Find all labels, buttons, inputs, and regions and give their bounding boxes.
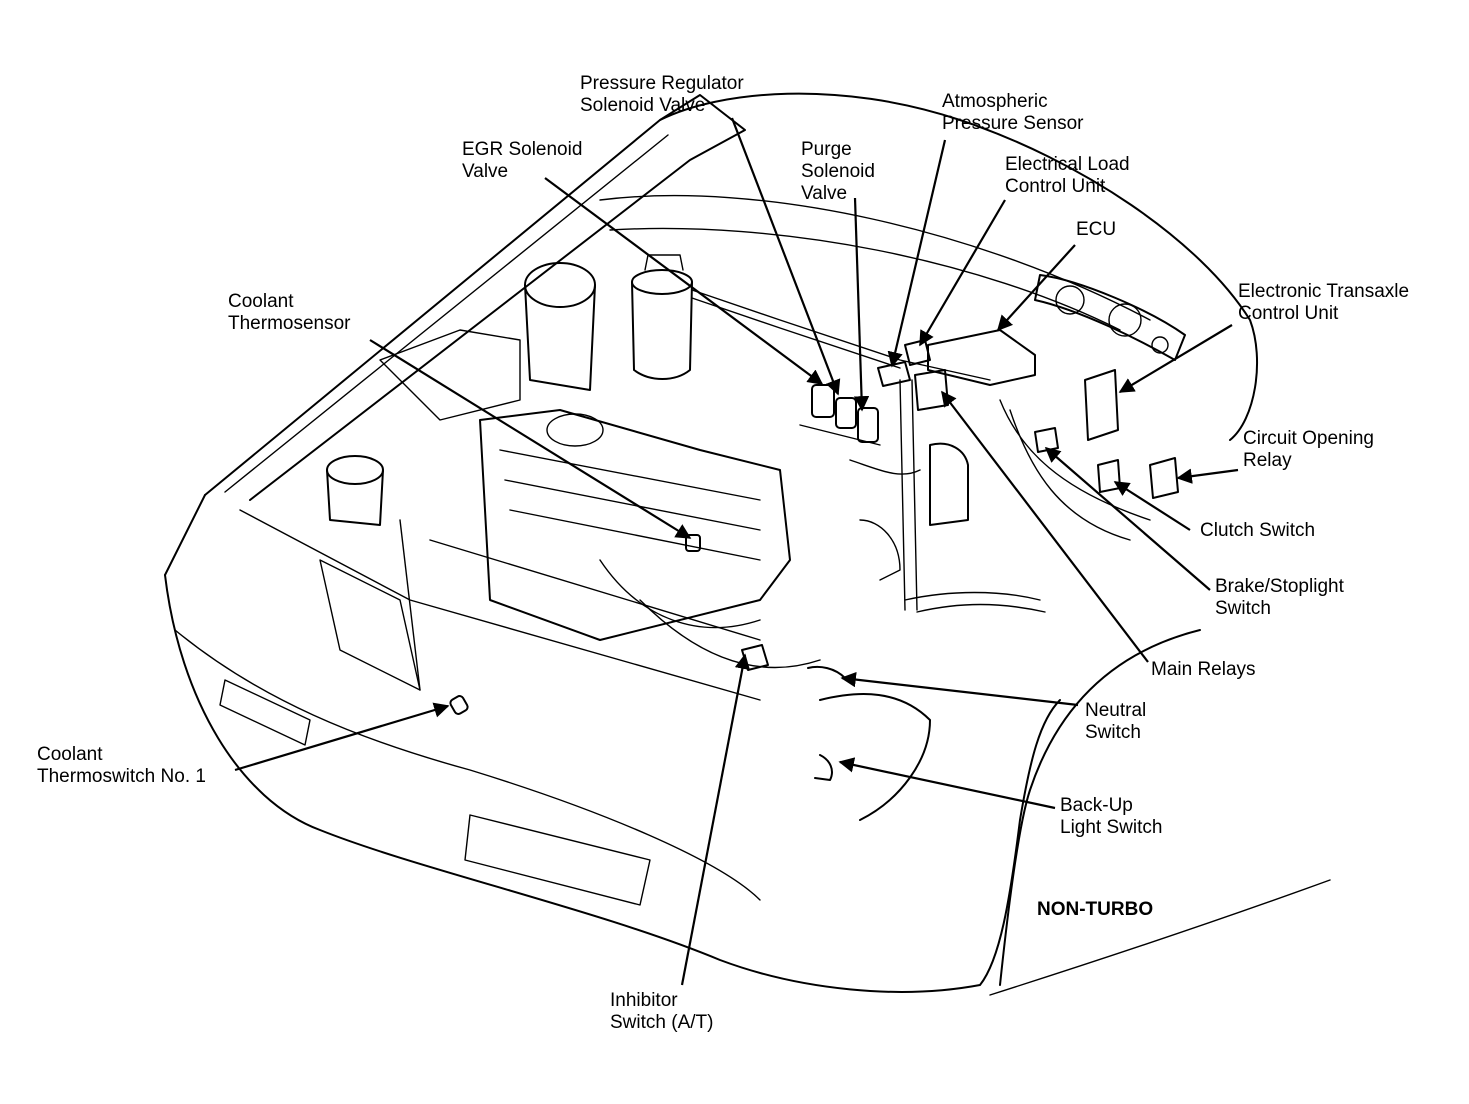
solenoid-valve-cluster: [799, 384, 921, 475]
leader-circuit-opening: [1176, 468, 1239, 484]
leader-main-relays: [941, 390, 1149, 663]
label-line: Light Switch: [1060, 817, 1163, 838]
label-line: Neutral: [1085, 700, 1147, 721]
fuel-lines: [859, 379, 1046, 613]
label-atmospheric: Atmospheric Pressure Sensor: [942, 91, 1084, 135]
label-elcu: Electrical Load Control Unit: [1005, 154, 1130, 198]
label-inhibitor: Inhibitor Switch (A/T): [610, 990, 713, 1034]
leader-egr: [544, 177, 824, 385]
label-line: Back-Up: [1060, 795, 1133, 816]
label-line: ECU: [1076, 219, 1117, 240]
label-line: Coolant: [37, 744, 103, 765]
label-line: Inhibitor: [610, 990, 678, 1011]
leader-etcu: [1118, 324, 1233, 393]
label-neutral: Neutral Switch: [1085, 700, 1146, 744]
label-pressure-regulator: Pressure Regulator Solenoid Valve: [580, 73, 744, 117]
label-line: Control Unit: [1005, 176, 1106, 197]
label-line: Switch (A/T): [610, 1012, 714, 1033]
label-line: Control Unit: [1238, 303, 1339, 324]
label-line: Solenoid Valve: [580, 95, 706, 116]
label-line: Solenoid: [801, 161, 875, 182]
label-ecu: ECU: [1076, 219, 1116, 241]
label-clutch: Clutch Switch: [1200, 520, 1315, 542]
label-line: Switch: [1085, 722, 1141, 743]
label-line: Electronic Transaxle: [1238, 281, 1410, 302]
label-brake: Brake/Stoplight Switch: [1215, 576, 1344, 620]
leader-atmospheric: [887, 139, 947, 368]
label-line: Relay: [1243, 450, 1292, 471]
label-line: Valve: [801, 183, 848, 204]
leader-clutch: [1113, 481, 1191, 531]
leader-ecu: [996, 244, 1076, 332]
label-etcu: Electronic Transaxle Control Unit: [1238, 281, 1409, 325]
label-egr: EGR Solenoid Valve: [462, 139, 582, 183]
label-line: Main Relays: [1151, 659, 1256, 680]
leader-coolant-switch: [234, 702, 450, 772]
label-line: Switch: [1215, 598, 1271, 619]
label-line: Purge: [801, 139, 852, 160]
label-line: Brake/Stoplight: [1215, 576, 1344, 597]
label-line: Electrical Load: [1005, 154, 1130, 175]
label-backup: Back-Up Light Switch: [1060, 795, 1162, 839]
car-body-outline: [164, 92, 1331, 996]
label-coolant-switch: Coolant Thermoswitch No. 1: [37, 744, 206, 788]
leader-coolant-thermosensor: [369, 339, 692, 539]
small-sensors: [449, 534, 846, 781]
engine-block: [319, 262, 821, 691]
leader-elcu: [919, 199, 1006, 347]
leader-purge: [853, 197, 870, 412]
leader-brake: [1044, 446, 1211, 591]
diagram-caption: NON-TURBO: [1037, 899, 1154, 920]
label-purge: Purge Solenoid Valve: [801, 139, 875, 205]
label-coolant-thermosensor: Coolant Thermosensor: [228, 291, 351, 335]
label-main-relays: Main Relays: [1151, 659, 1256, 681]
leader-inhibitor: [680, 653, 750, 986]
label-line: Pressure Regulator: [580, 73, 744, 94]
leader-neutral: [840, 671, 1079, 707]
label-line: Clutch Switch: [1200, 520, 1316, 541]
label-line: Pressure Sensor: [942, 113, 1084, 134]
label-line: Valve: [462, 161, 509, 182]
label-line: Thermoswitch No. 1: [37, 766, 206, 787]
leader-lines: [234, 117, 1239, 986]
label-line: Thermosensor: [228, 313, 351, 334]
label-line: Atmospheric: [942, 91, 1048, 112]
leader-backup: [838, 757, 1056, 810]
leader-pressure-regulator: [730, 117, 841, 396]
label-circuit-opening: Circuit Opening Relay: [1243, 428, 1374, 472]
label-line: EGR Solenoid: [462, 139, 583, 160]
electronics: [877, 329, 1179, 541]
label-line: Coolant: [228, 291, 294, 312]
label-line: Circuit Opening: [1243, 428, 1374, 449]
